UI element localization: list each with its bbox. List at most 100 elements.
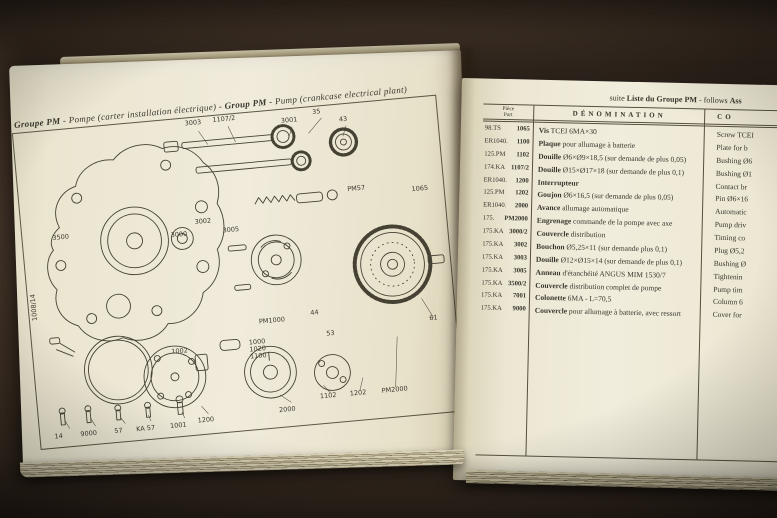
part-description-en-truncated: Automatic xyxy=(714,207,747,217)
diagram-part-number: 57 xyxy=(113,426,123,436)
diagram-part-number: 9000 xyxy=(80,428,98,439)
part-reference-cell: ER1040. 2000 xyxy=(481,202,531,210)
denomination-name: Plaque xyxy=(538,138,561,149)
part-group-ref: 125.PM xyxy=(484,150,506,158)
right-page-content: suite Liste du Groupe PM - follows Ass P… xyxy=(475,90,777,463)
diagram-part-number: 35 xyxy=(311,107,321,116)
column-header-description-truncated: CO xyxy=(717,112,734,122)
denomination-detail: Ø15×Ø17×18 (sur demande de plus 0,1) xyxy=(560,164,685,177)
diagram-part-number: 1100 xyxy=(249,351,267,361)
denomination-name: Douille xyxy=(537,164,561,174)
right-page: suite Liste du Groupe PM - follows Ass P… xyxy=(452,78,777,488)
diagram-part-number: 1001 xyxy=(169,420,187,431)
header-list-title-en: Ass xyxy=(729,96,742,106)
part-denomination-fr: Couvercle pour allumage à batterie, avec… xyxy=(529,306,701,319)
denomination-name: Colonette xyxy=(534,293,566,303)
diagram-part-number: 1002 xyxy=(170,346,189,356)
part-denomination-fr: Plaque pour allumage à batterie xyxy=(532,138,704,151)
part-denomination-fr: Colonette 6MA - L=70,5 xyxy=(529,293,701,306)
part-denomination-fr: Couvercle distribution complet de pompe xyxy=(529,280,701,293)
part-number: 2000 xyxy=(514,202,529,210)
part-reference-cell: 125.PM 1102 xyxy=(482,150,532,158)
part-denomination-fr: Douille Ø12×Ø15×14 (sur demande de plus … xyxy=(530,254,702,267)
diagram-part-number: 3001 xyxy=(280,115,298,125)
denomination-detail: Ø6×16,5 (sur demande de plus 0,05) xyxy=(561,190,674,203)
denomination-detail: allumage automatique xyxy=(560,203,629,215)
part-reference-cell: 175.KA 7001 xyxy=(479,292,529,300)
part-denomination-fr: Anneau d'étanchéité ANGUS MIM 1530/7 xyxy=(530,267,702,280)
diagram-part-number: 1065 xyxy=(411,183,429,194)
diagram-part-number: 3002 xyxy=(194,216,212,227)
part-description-en-truncated: Screw TCEI xyxy=(716,129,755,140)
table-row: 175.KA 9000 Couvercle pour allumage à ba… xyxy=(479,305,777,322)
diagram-part-number: 44 xyxy=(309,308,319,317)
part-description-en-truncated: Timing co xyxy=(714,232,746,243)
header-suite: suite xyxy=(609,93,627,103)
diagram-part-number: 3000 xyxy=(170,229,188,240)
title-group-fr: Groupe PM xyxy=(13,115,61,130)
denomination-detail: Ø6×Ø9×18,5 (sur demande de plus 0,05) xyxy=(561,152,687,164)
part-number: 1065 xyxy=(516,125,530,133)
part-reference-cell: 125.PM 1202 xyxy=(481,189,531,197)
denomination-detail: d'étanchéité ANGUS MIM 1530/7 xyxy=(560,267,666,280)
part-number: PM2000 xyxy=(504,215,528,223)
part-number: 3500/2 xyxy=(507,279,527,288)
diagram-part-number: 3005 xyxy=(222,225,240,235)
part-number: 3003 xyxy=(513,253,528,262)
diagram-part-number: KA 57 xyxy=(135,423,156,434)
diagram-part-number: 43 xyxy=(338,114,348,124)
denomination-name: Goujon xyxy=(537,190,562,200)
table-body: 98.TS 1065 Vis TCEI 6MA×30 Screw TCEI ER… xyxy=(479,121,777,321)
part-group-ref: 175.KA xyxy=(481,253,504,261)
denomination-detail: Ø5,25×11 (sur demande plus 0,1) xyxy=(564,242,668,254)
part-reference-cell: 175. PM2000 xyxy=(481,215,531,223)
exploded-view-drawing xyxy=(47,117,445,429)
part-group-ref: 175.KA xyxy=(481,266,503,274)
part-group-ref: 175.KA xyxy=(481,278,503,287)
denomination-detail: commande de la pompe avec axe xyxy=(571,216,673,228)
diagram-part-number: 14 xyxy=(54,431,64,441)
denomination-name: Couvercle xyxy=(534,305,568,316)
denomination-detail: pour allumage à batterie xyxy=(560,139,636,150)
header-follows: - follows xyxy=(696,95,730,106)
part-group-ref: 175.KA xyxy=(482,227,504,235)
part-reference-cell: 174.KA 1107/2 xyxy=(482,163,532,171)
part-description-en-truncated: Bushing Ø xyxy=(713,258,747,269)
part-group-ref: 125.PM xyxy=(483,188,505,197)
part-description-en-truncated: Pump driv xyxy=(714,219,747,230)
part-group-ref: 175.KA xyxy=(482,240,504,248)
diagram-part-number: 1200 xyxy=(197,415,215,425)
left-page: Groupe PM - Pompe (carter installation é… xyxy=(9,50,475,470)
part-description-en-truncated: Tightenin xyxy=(713,271,743,282)
denomination-detail: Ø12×Ø15×14 (sur demande de plus 0,1) xyxy=(558,254,683,267)
part-description-en-truncated: Plug Ø5,2 xyxy=(714,245,745,256)
part-denomination-fr: Couvercle distribution xyxy=(530,229,702,242)
part-description-en-truncated: Column 6 xyxy=(712,297,743,307)
diagram-part-number: 61 xyxy=(428,313,438,323)
part-group-ref: ER1040. xyxy=(483,201,507,210)
part-group-ref: ER1040. xyxy=(484,137,508,145)
part-denomination-fr: Interrupteur xyxy=(532,177,704,190)
part-group-ref: 174.KA xyxy=(483,163,506,171)
diagram-part-number: 1107/2 xyxy=(212,113,236,124)
diagram-part-number: 1102 xyxy=(319,390,337,401)
diagram-part-number: PM57 xyxy=(346,183,366,194)
part-reference-cell: 175.KA 9000 xyxy=(479,305,529,313)
part-number: 7001 xyxy=(512,292,527,300)
denomination-name: Couvercle xyxy=(536,228,569,239)
part-denomination-fr: Douille Ø15×Ø17×18 (sur demande de plus … xyxy=(532,164,704,177)
part-description-en-truncated: Cover for xyxy=(712,309,742,320)
denomination-detail: TCEI 6MA×30 xyxy=(548,125,597,137)
column-header-piece-part: Pièce Part xyxy=(483,104,533,119)
denomination-name: Engrenage xyxy=(536,215,572,226)
denomination-name: Douille xyxy=(535,254,559,264)
denomination-name: Anneau xyxy=(535,267,561,277)
part-reference-cell: 175.KA 3005 xyxy=(480,266,530,274)
left-page-content: Groupe PM - Pompe (carter installation é… xyxy=(11,82,468,457)
denomination-name: Bouchon xyxy=(536,241,565,252)
part-number: 1200 xyxy=(515,176,529,185)
part-reference-cell: ER1040. 1200 xyxy=(482,176,532,184)
part-number: 3002 xyxy=(513,241,528,249)
